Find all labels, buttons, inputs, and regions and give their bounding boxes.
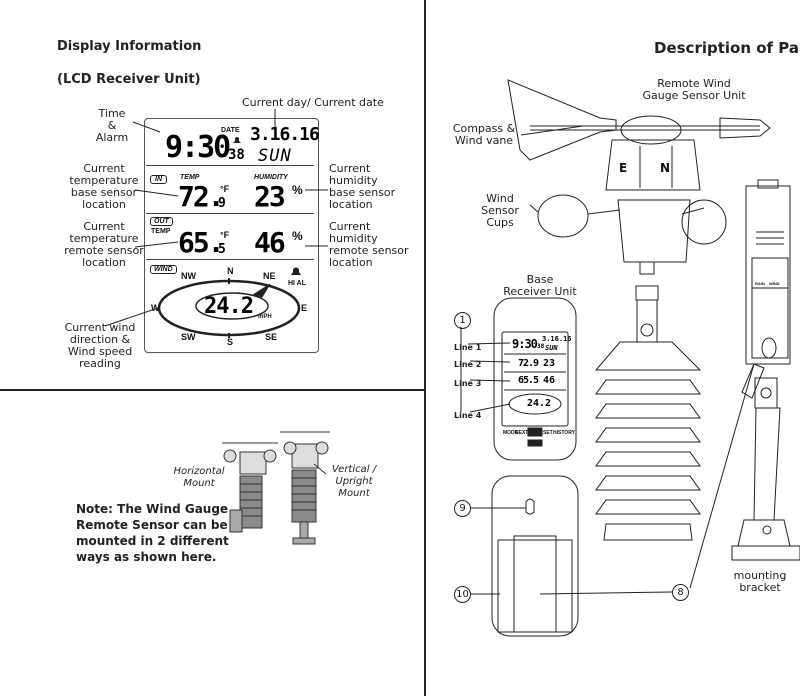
leader-temp-remote (134, 241, 179, 248)
lcd-separator (146, 259, 314, 260)
lcd-out-temp: 65. (178, 226, 225, 259)
lcd-wind-tag: WIND (150, 265, 177, 274)
button-next[interactable]: NEXT (515, 430, 529, 436)
mini-lcd-h2: 46 (543, 375, 556, 386)
alert-icon (290, 266, 302, 277)
lcd-out-tag: OUT (150, 217, 173, 226)
compass-s: S (227, 337, 234, 347)
description-heading: Description of Parts (654, 39, 800, 57)
label-time-alarm: Time&Alarm (95, 107, 129, 144)
lcd-wind-unit: mPH (258, 314, 272, 320)
speed-oval (195, 292, 269, 320)
compass-sw: SW (181, 332, 196, 342)
base-receiver-drawing (460, 297, 577, 461)
leader-temp-base (134, 189, 179, 197)
sensor-letter-e: E (619, 161, 628, 175)
mounting-bracket-drawing (689, 179, 800, 589)
wind-pointer (251, 283, 271, 298)
lcd-in-temp: 72. (178, 180, 225, 213)
mini-lcd-speed: 24.2 (527, 398, 552, 409)
horizontal-divider (0, 389, 425, 391)
button-mode[interactable]: MODE (503, 430, 518, 436)
lcd-receiver-heading: (LCD Receiver Unit) (57, 72, 201, 87)
callout-1: 1 (454, 312, 471, 329)
label-line-2: Line 2 (454, 360, 482, 369)
lcd-time: 9:30 (165, 130, 231, 165)
lcd-day: SUN (258, 146, 292, 166)
lcd-out-temp-decimal: 5 (218, 242, 226, 257)
mini-lcd-date: 3.16.16 (542, 335, 572, 343)
lcd-seconds: 38 (228, 147, 245, 163)
callout-8: 8 (672, 584, 689, 601)
lcd-date-tag: DATE (221, 127, 240, 134)
lcd-in-tag: IN (150, 175, 167, 184)
leader-time (132, 121, 161, 133)
label-line-3: Line 3 (454, 379, 482, 388)
lcd-unit-pct-out: % (292, 229, 303, 243)
compass-oval (157, 279, 301, 337)
mini-lcd-t1: 72.9 (518, 358, 539, 369)
display-info-heading: Display Information (57, 39, 202, 54)
mini-lcd-time: 9:30 (512, 337, 538, 351)
label-line-4: Line 4 (454, 411, 482, 420)
label-line-1: Line 1 (454, 343, 482, 352)
alarm-bell-icon (232, 136, 242, 144)
bracket-rain-tag: RAIN (755, 281, 765, 286)
compass-ne: NE (263, 271, 276, 281)
mini-lcd-t2: 65.5 (518, 375, 539, 386)
mini-lcd-seconds: 38 (537, 343, 545, 350)
lcd-separator (146, 165, 314, 166)
sensor-letter-n: N (660, 161, 671, 175)
lcd-unit-pct: % (292, 183, 303, 197)
horizontal-mount-drawing (222, 442, 278, 533)
cup-left (537, 194, 589, 238)
lcd-out-humidity: 46 (254, 226, 286, 259)
remote-sensor-drawing (507, 79, 771, 275)
leader-wind (104, 307, 159, 327)
compass-se: SE (265, 332, 278, 342)
mini-lcd-day: SUN (545, 344, 558, 352)
label-compass-vane: Compass &Wind vane (452, 122, 516, 147)
lcd-humidity-tag: HUMIDITY (254, 174, 288, 181)
button-set[interactable]: SET (543, 430, 553, 436)
lcd-hi-al: HI AL (288, 280, 307, 287)
cup-right (681, 199, 727, 245)
compass-nw: NW (181, 271, 196, 281)
vertical-mount-drawing (280, 431, 330, 545)
lcd-date: 3.16.16 (250, 124, 320, 145)
mini-lcd-h1: 23 (543, 358, 556, 369)
lcd-separator (146, 213, 314, 214)
lcd-panel (144, 118, 319, 353)
bracket-wind-tag: WIND (769, 281, 780, 286)
lcd-temp-tag: TEMP (180, 174, 200, 181)
lcd-unit-f-out: °F (220, 230, 230, 240)
lcd-in-temp-decimal: 9 (218, 196, 226, 211)
base-back-drawing (470, 475, 673, 637)
lcd-out-temp-tag: TEMP (151, 228, 171, 235)
lcd-in-humidity: 23 (254, 180, 286, 213)
compass-n: N (227, 266, 234, 276)
wind-vane (507, 79, 617, 161)
compass-w: W (151, 303, 160, 313)
compass-e: E (301, 303, 308, 313)
label-day-date: Current day/ Current date (242, 96, 384, 109)
lcd-wind-speed: 24.2 (204, 294, 254, 319)
vertical-divider (424, 0, 426, 696)
lcd-unit-f: °F (220, 184, 230, 194)
button-history[interactable]: HISTORY (553, 430, 575, 436)
sensor-tower-drawing (594, 285, 702, 541)
